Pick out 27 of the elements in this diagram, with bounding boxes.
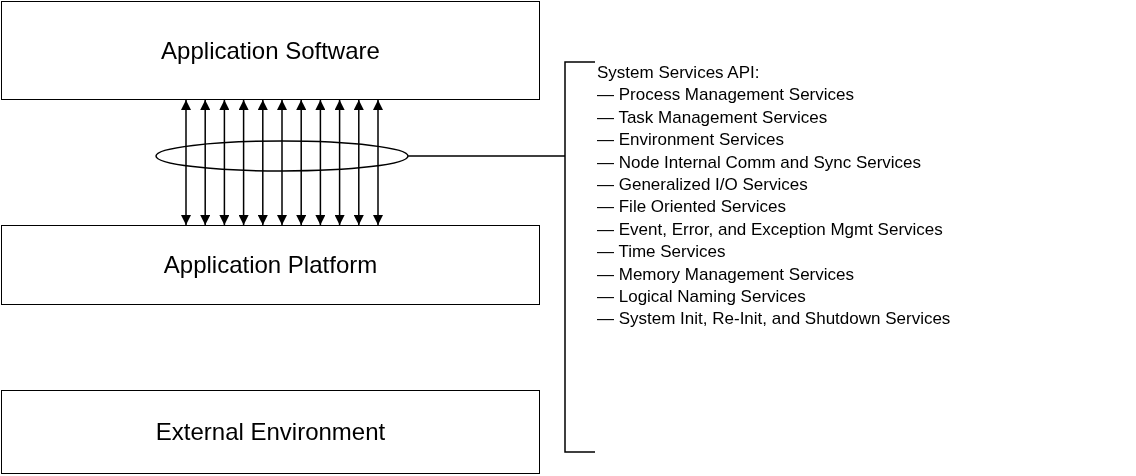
list-item: — Memory Management Services (597, 263, 855, 286)
list-item: — File Oriented Services (597, 196, 787, 219)
layer-box: External Environment (1, 390, 540, 474)
double-arrow (181, 99, 191, 226)
list-item: — Time Services (597, 241, 727, 264)
list-item: — Task Management Services (597, 106, 829, 129)
list-item: — Node Internal Comm and Sync Services (597, 151, 923, 174)
leader-line (155, 140, 566, 172)
double-arrow (315, 99, 326, 226)
double-arrow (238, 99, 249, 226)
list-item: — System Init, Re-Init, and Shutdown Services (597, 308, 952, 331)
layer-box: Application Software (1, 1, 540, 100)
list-heading: System Services API: (597, 62, 761, 84)
double-arrow (257, 99, 268, 226)
double-arrow (334, 99, 345, 226)
double-arrow (353, 99, 364, 226)
list-item: — Logical Naming Services (597, 286, 807, 309)
double-arrow (200, 99, 211, 226)
double-arrow (373, 99, 383, 226)
list-item: — Event, Error, and Exception Mgmt Services (597, 218, 944, 241)
double-arrow (296, 99, 307, 226)
double-arrow (277, 99, 287, 226)
list-item: — Generalized I/O Services (597, 174, 809, 197)
list-item: — Environment Services (597, 129, 786, 152)
double-arrow (219, 99, 230, 226)
layer-box: Application Platform (1, 225, 540, 305)
list-item: — Process Management Services (597, 84, 855, 107)
